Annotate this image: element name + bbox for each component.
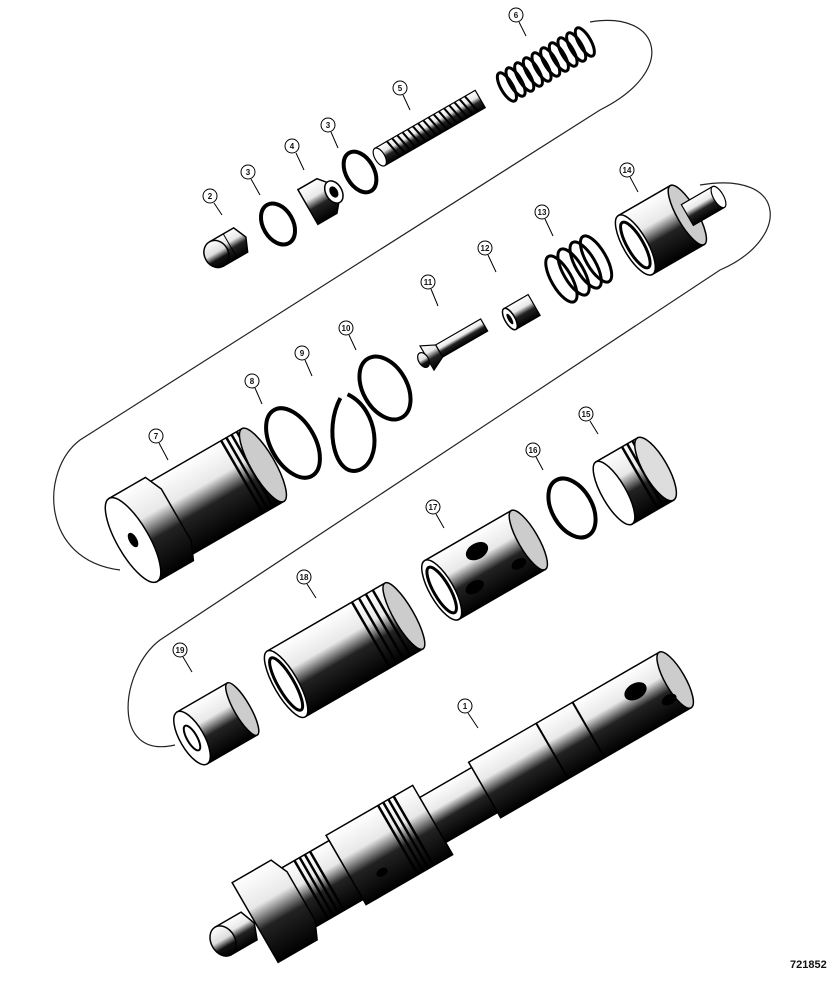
part-15-threaded-plug bbox=[592, 436, 678, 526]
callout-8: 8 bbox=[244, 373, 263, 405]
callout-14: 14 bbox=[619, 162, 639, 193]
svg-text:3: 3 bbox=[326, 121, 331, 130]
callout-10: 10 bbox=[338, 320, 357, 351]
part-18-spool-piston bbox=[263, 581, 426, 719]
callout-16: 16 bbox=[525, 442, 544, 471]
svg-text:18: 18 bbox=[300, 573, 309, 582]
svg-text:4: 4 bbox=[290, 142, 295, 151]
callout-9: 9 bbox=[294, 345, 313, 377]
callout-5: 5 bbox=[392, 80, 411, 111]
svg-text:16: 16 bbox=[529, 446, 538, 455]
svg-text:9: 9 bbox=[300, 349, 305, 358]
callout-3a: 3 bbox=[240, 164, 261, 196]
part-5-threaded-stud bbox=[372, 89, 487, 167]
part-2-acorn-nut bbox=[203, 226, 249, 269]
part-1-valve-assembly bbox=[209, 651, 695, 964]
part-7-valve-body bbox=[104, 427, 288, 584]
callout-3b: 3 bbox=[320, 117, 339, 149]
svg-text:2: 2 bbox=[208, 192, 213, 201]
svg-text:14: 14 bbox=[623, 166, 632, 175]
svg-text:5: 5 bbox=[398, 84, 403, 93]
callout-17: 17 bbox=[425, 499, 445, 529]
svg-text:19: 19 bbox=[176, 646, 185, 655]
reference-number: 721852 bbox=[790, 959, 827, 971]
callout-6: 6 bbox=[508, 7, 527, 37]
part-12-sleeve bbox=[501, 293, 541, 331]
callout-12: 12 bbox=[477, 240, 497, 273]
svg-text:8: 8 bbox=[250, 377, 255, 386]
svg-text:3: 3 bbox=[246, 168, 251, 177]
part-6-spring bbox=[495, 26, 596, 103]
svg-text:7: 7 bbox=[154, 432, 159, 441]
part-10-o-ring-upper bbox=[357, 354, 413, 422]
part-3-washer-lower bbox=[258, 201, 298, 247]
svg-text:12: 12 bbox=[481, 244, 490, 253]
part-4-hex-nut bbox=[296, 177, 344, 226]
part-13-spring bbox=[544, 234, 614, 304]
part-9-snap-ring bbox=[330, 392, 377, 473]
callout-4: 4 bbox=[284, 138, 305, 171]
svg-text:15: 15 bbox=[582, 410, 591, 419]
part-19-bushing bbox=[173, 681, 260, 766]
part-8-o-ring bbox=[264, 406, 322, 480]
part-11-poppet bbox=[417, 318, 489, 372]
callout-1: 1 bbox=[457, 698, 479, 729]
callout-2: 2 bbox=[202, 188, 223, 216]
callout-7: 7 bbox=[148, 428, 169, 461]
part-16-o-ring-right bbox=[546, 476, 598, 540]
assembly-guide-lines bbox=[53, 19, 771, 748]
svg-text:10: 10 bbox=[342, 324, 351, 333]
svg-text:11: 11 bbox=[424, 278, 433, 287]
part-14-stepped-cap bbox=[614, 184, 727, 276]
svg-text:17: 17 bbox=[429, 503, 438, 512]
svg-text:13: 13 bbox=[538, 208, 547, 217]
svg-text:6: 6 bbox=[514, 11, 519, 20]
callout-19: 19 bbox=[172, 642, 193, 673]
callouts: 2 3 4 3 5 6 14 bbox=[148, 7, 639, 729]
callout-15: 15 bbox=[578, 406, 599, 435]
svg-text:1: 1 bbox=[463, 702, 468, 711]
callout-11: 11 bbox=[420, 274, 439, 307]
callout-13: 13 bbox=[534, 204, 554, 237]
part-17-ported-sleeve bbox=[421, 509, 549, 621]
callout-18: 18 bbox=[296, 569, 317, 599]
part-3-washer-upper bbox=[341, 149, 379, 195]
